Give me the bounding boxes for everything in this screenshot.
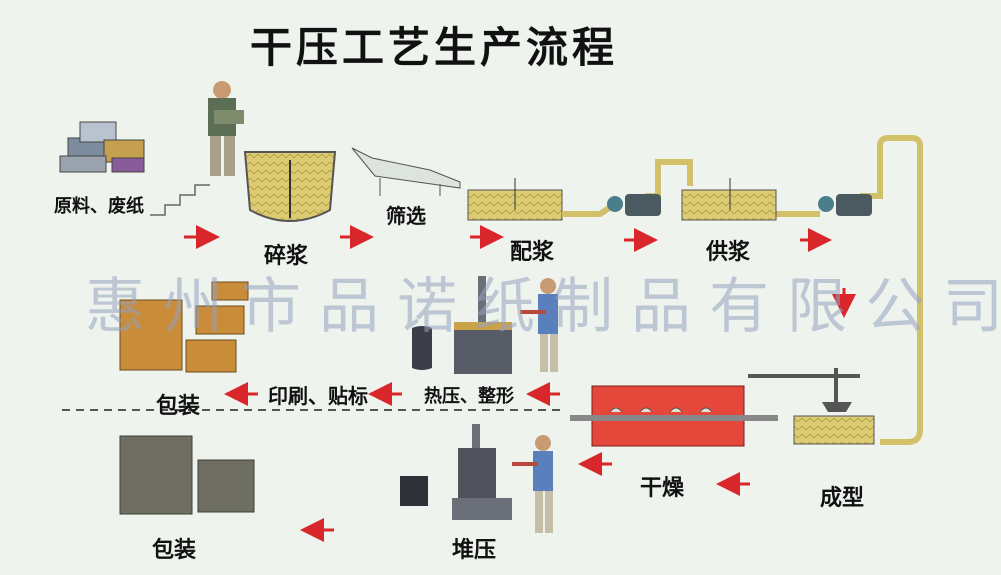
hot-press-machine-icon <box>412 276 512 374</box>
stack-press-machine-icon <box>400 424 512 520</box>
step-label-stackpress: 堆压 <box>452 538 497 563</box>
worker-icon-2 <box>520 278 558 372</box>
forming-machine-icon <box>748 368 875 445</box>
stairs-icon <box>150 184 210 216</box>
step-label-screening: 筛选 <box>386 204 426 228</box>
step-label-printing: 印刷、贴标 <box>268 384 368 408</box>
supply-tank-icon <box>681 178 777 221</box>
step-label-packing-bottom: 包装 <box>152 538 197 563</box>
screen-chute-icon <box>351 147 461 196</box>
step-label-pulping: 碎浆 <box>264 244 309 269</box>
step-label-mixing: 配浆 <box>510 240 555 265</box>
dryer-icon <box>570 385 778 447</box>
step-label-drying: 干燥 <box>640 476 685 501</box>
packed-tray-icon <box>119 435 255 515</box>
packed-product-icon <box>119 281 249 373</box>
raw-material-icon <box>59 121 145 173</box>
step-label-supply: 供浆 <box>706 240 751 265</box>
step-label-raw: 原料、废纸 <box>54 196 144 217</box>
diagram-title: 干压工艺生产流程 <box>250 23 619 72</box>
step-label-forming: 成型 <box>820 486 865 511</box>
mixing-tank-icon <box>467 178 563 221</box>
step-label-packing-top: 包装 <box>156 394 201 419</box>
step-label-hotpress: 热压、整形 <box>424 386 514 407</box>
worker-icon <box>208 81 244 176</box>
worker-icon-3 <box>512 435 553 533</box>
pump-icon <box>607 194 661 216</box>
flow-arrows <box>184 225 856 542</box>
pump-icon-2 <box>818 194 872 216</box>
pulper-tank-icon <box>243 151 337 222</box>
watermark-text: 惠州市品诺纸制品有限公司 <box>85 272 1001 342</box>
